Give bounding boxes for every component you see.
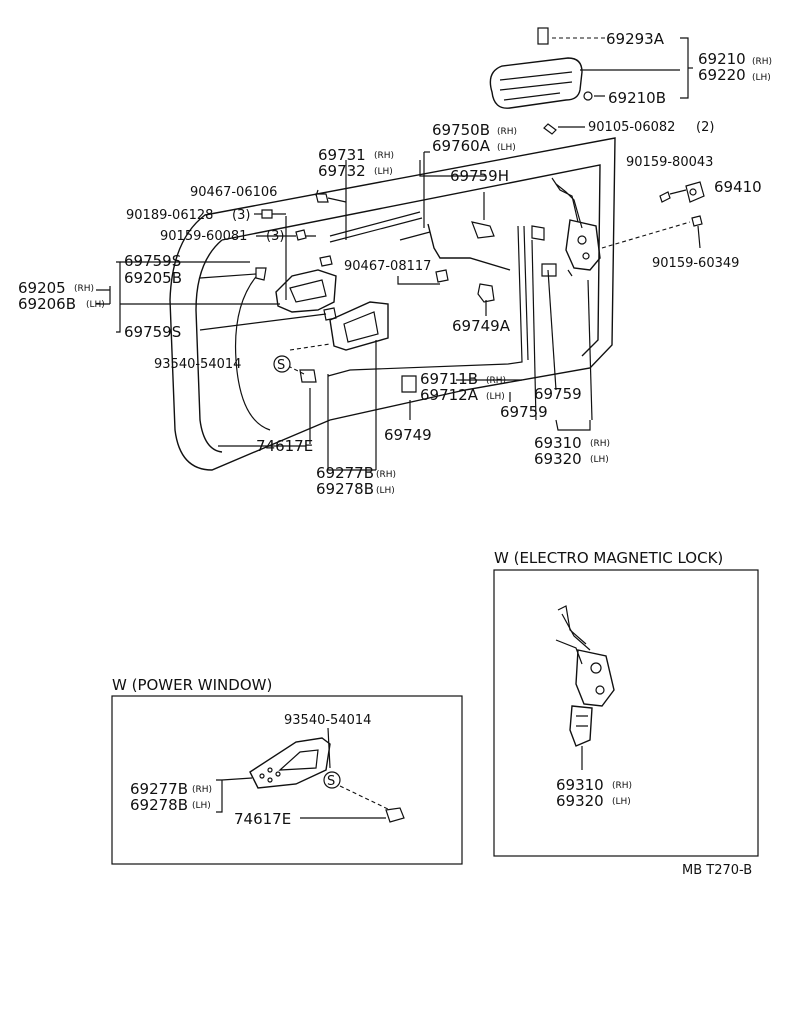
- label-69750B: 69750B: [432, 121, 490, 139]
- suffix-rh-69731: (RH): [374, 151, 394, 161]
- pw-bezel: [249, 737, 331, 789]
- qty-90105: (2): [696, 120, 714, 135]
- label-69712A: 69712A: [420, 386, 479, 404]
- label-69759H: 69759H: [450, 167, 509, 185]
- label-69732: 69732: [318, 162, 366, 180]
- label-69320-main: 69320: [534, 450, 582, 468]
- suffix-rh-69210: (RH): [752, 57, 772, 67]
- label-69220: 69220: [698, 66, 746, 84]
- suffix-rh-69310-em: (RH): [612, 781, 632, 791]
- suffix-rh-69711B: (RH): [486, 376, 506, 386]
- suffix-rh-69277B-pw: (RH): [192, 785, 212, 795]
- callout-s-pw: [323, 771, 341, 789]
- electro-lock-frame: [493, 569, 759, 857]
- label-90467-08117: 90467-08117: [344, 259, 431, 274]
- suffix-rh-69310-main: (RH): [590, 439, 610, 449]
- label-69759-b: 69759: [500, 403, 548, 421]
- inside-handle: [255, 193, 347, 321]
- label-69206B: 69206B: [18, 295, 76, 313]
- pw-screw-cap: [385, 807, 405, 823]
- suffix-lh-69760A: (LH): [497, 143, 516, 153]
- label-69205: 69205: [18, 279, 66, 297]
- label-69210B: 69210B: [608, 89, 666, 107]
- suffix-lh-69278B-pw: (LH): [192, 801, 211, 811]
- suffix-lh-69712A: (LH): [486, 392, 505, 402]
- lock-leader: [587, 279, 593, 421]
- callout-s-main-text: S: [277, 358, 285, 373]
- electro-lock-title: W (ELECTRO MAGNETIC LOCK): [494, 549, 723, 567]
- label-69293A: 69293A: [606, 30, 665, 48]
- label-69310-main: 69310: [534, 434, 582, 452]
- label-90189-06128: 90189-06128: [126, 208, 213, 223]
- diagram-code: MB T270-B: [682, 863, 752, 878]
- label-69759-a: 69759: [534, 385, 582, 403]
- qty-90159-60081: (3): [266, 229, 284, 244]
- label-90105-06082: 90105-06082: [588, 120, 675, 135]
- door-lock-assembly: [551, 177, 705, 277]
- label-69711B: 69711B: [420, 370, 478, 388]
- linkage-rods: [327, 211, 557, 377]
- label-90159-60081: 90159-60081: [160, 229, 247, 244]
- label-69410: 69410: [714, 178, 762, 196]
- label-69749: 69749: [384, 426, 432, 444]
- suffix-lh-69320-main: (LH): [590, 455, 609, 465]
- electro-lock-body: [575, 649, 615, 707]
- label-69760A: 69760A: [432, 137, 491, 155]
- electro-magnetic-lock-inset: W (ELECTRO MAGNETIC LOCK) 69310 (RH) 693…: [493, 549, 759, 857]
- label-69278B-main: 69278B: [316, 480, 374, 498]
- label-69210: 69210: [698, 50, 746, 68]
- suffix-rh-69205: (RH): [74, 284, 94, 294]
- suffix-rh-69750B: (RH): [497, 127, 517, 137]
- label-74617E-pw: 74617E: [234, 810, 291, 828]
- label-90159-80043: 90159-80043: [626, 155, 713, 170]
- inside-handle-bezel: [299, 301, 417, 393]
- label-69205B: 69205B: [124, 269, 182, 287]
- suffix-lh-69732: (LH): [374, 167, 393, 177]
- label-69320-em: 69320: [556, 792, 604, 810]
- outside-handle-assembly: [489, 27, 680, 135]
- label-69759S-bottom: 69759S: [124, 323, 181, 341]
- label-90467-06106: 90467-06106: [190, 185, 277, 200]
- label-69759S-top: 69759S: [124, 252, 181, 270]
- label-93540-54014-pw: 93540-54014: [284, 713, 371, 728]
- qty-90189: (3): [232, 208, 250, 223]
- label-93540-54014-main: 93540-54014: [154, 357, 241, 372]
- callouts-main: 69293A 69210 (RH) 69220 (LH) 69210B 9010…: [18, 30, 772, 498]
- bracket-69210: [680, 37, 689, 99]
- label-69731: 69731: [318, 146, 366, 164]
- leader-93540-pw: [327, 727, 331, 769]
- power-window-inset: W (POWER WINDOW) 93540-54014 S 69277B (R…: [111, 676, 463, 865]
- leader-lines: [96, 151, 591, 471]
- label-69749A: 69749A: [452, 317, 511, 335]
- pw-dashed-leader: [339, 785, 391, 811]
- power-window-title: W (POWER WINDOW): [112, 676, 272, 694]
- callout-s-pw-text: S: [327, 774, 335, 789]
- callout-s-main: [273, 355, 291, 373]
- power-window-frame: [111, 695, 463, 865]
- suffix-rh-69277B-main: (RH): [376, 470, 396, 480]
- label-69278B-pw: 69278B: [130, 796, 188, 814]
- label-90159-60349: 90159-60349: [652, 256, 739, 271]
- suffix-lh-69220: (LH): [752, 73, 771, 83]
- suffix-lh-69278B-main: (LH): [376, 486, 395, 496]
- label-69277B-main: 69277B: [316, 464, 374, 482]
- electro-lock-solenoid: [569, 705, 593, 747]
- bracket-69277B-pw: [216, 777, 253, 813]
- label-69277B-pw: 69277B: [130, 780, 188, 798]
- suffix-lh-69320-em: (LH): [612, 797, 631, 807]
- suffix-lh-69206B: (LH): [86, 300, 105, 310]
- label-69310-em: 69310: [556, 776, 604, 794]
